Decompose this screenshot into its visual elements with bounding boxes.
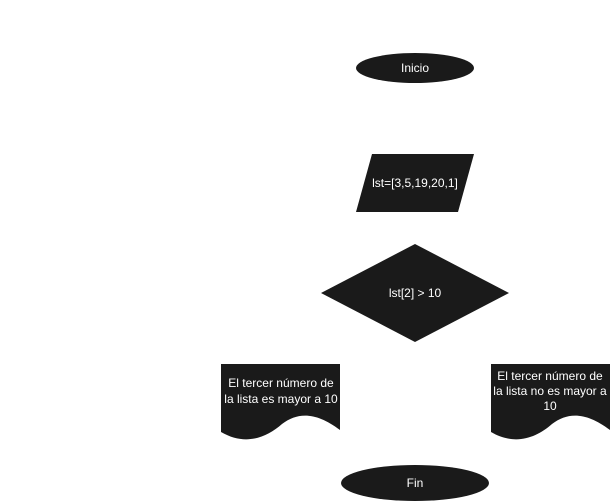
decision-node[interactable]: lst[2] > 10 [321,244,509,342]
start-node[interactable]: Inicio [356,53,474,83]
yes-output-line-1: El tercer número de [228,376,334,390]
yes-output-node[interactable]: El tercer número de la lista es mayor a … [221,364,340,440]
input-node[interactable]: lst=[3,5,19,20,1] [356,154,474,212]
start-label: Inicio [401,61,429,75]
end-label: Fin [407,476,424,490]
no-output-line-3: 10 [543,399,557,413]
no-output-line-2: la lista no es mayor a [493,384,607,398]
decision-label: lst[2] > 10 [389,286,442,300]
no-output-node[interactable]: El tercer número de la lista no es mayor… [491,364,610,440]
input-label: lst=[3,5,19,20,1] [372,176,458,190]
yes-output-line-2: la lista es mayor a 10 [224,392,338,406]
end-node[interactable]: Fin [341,465,489,501]
no-output-line-1: El tercer número de [497,369,603,383]
